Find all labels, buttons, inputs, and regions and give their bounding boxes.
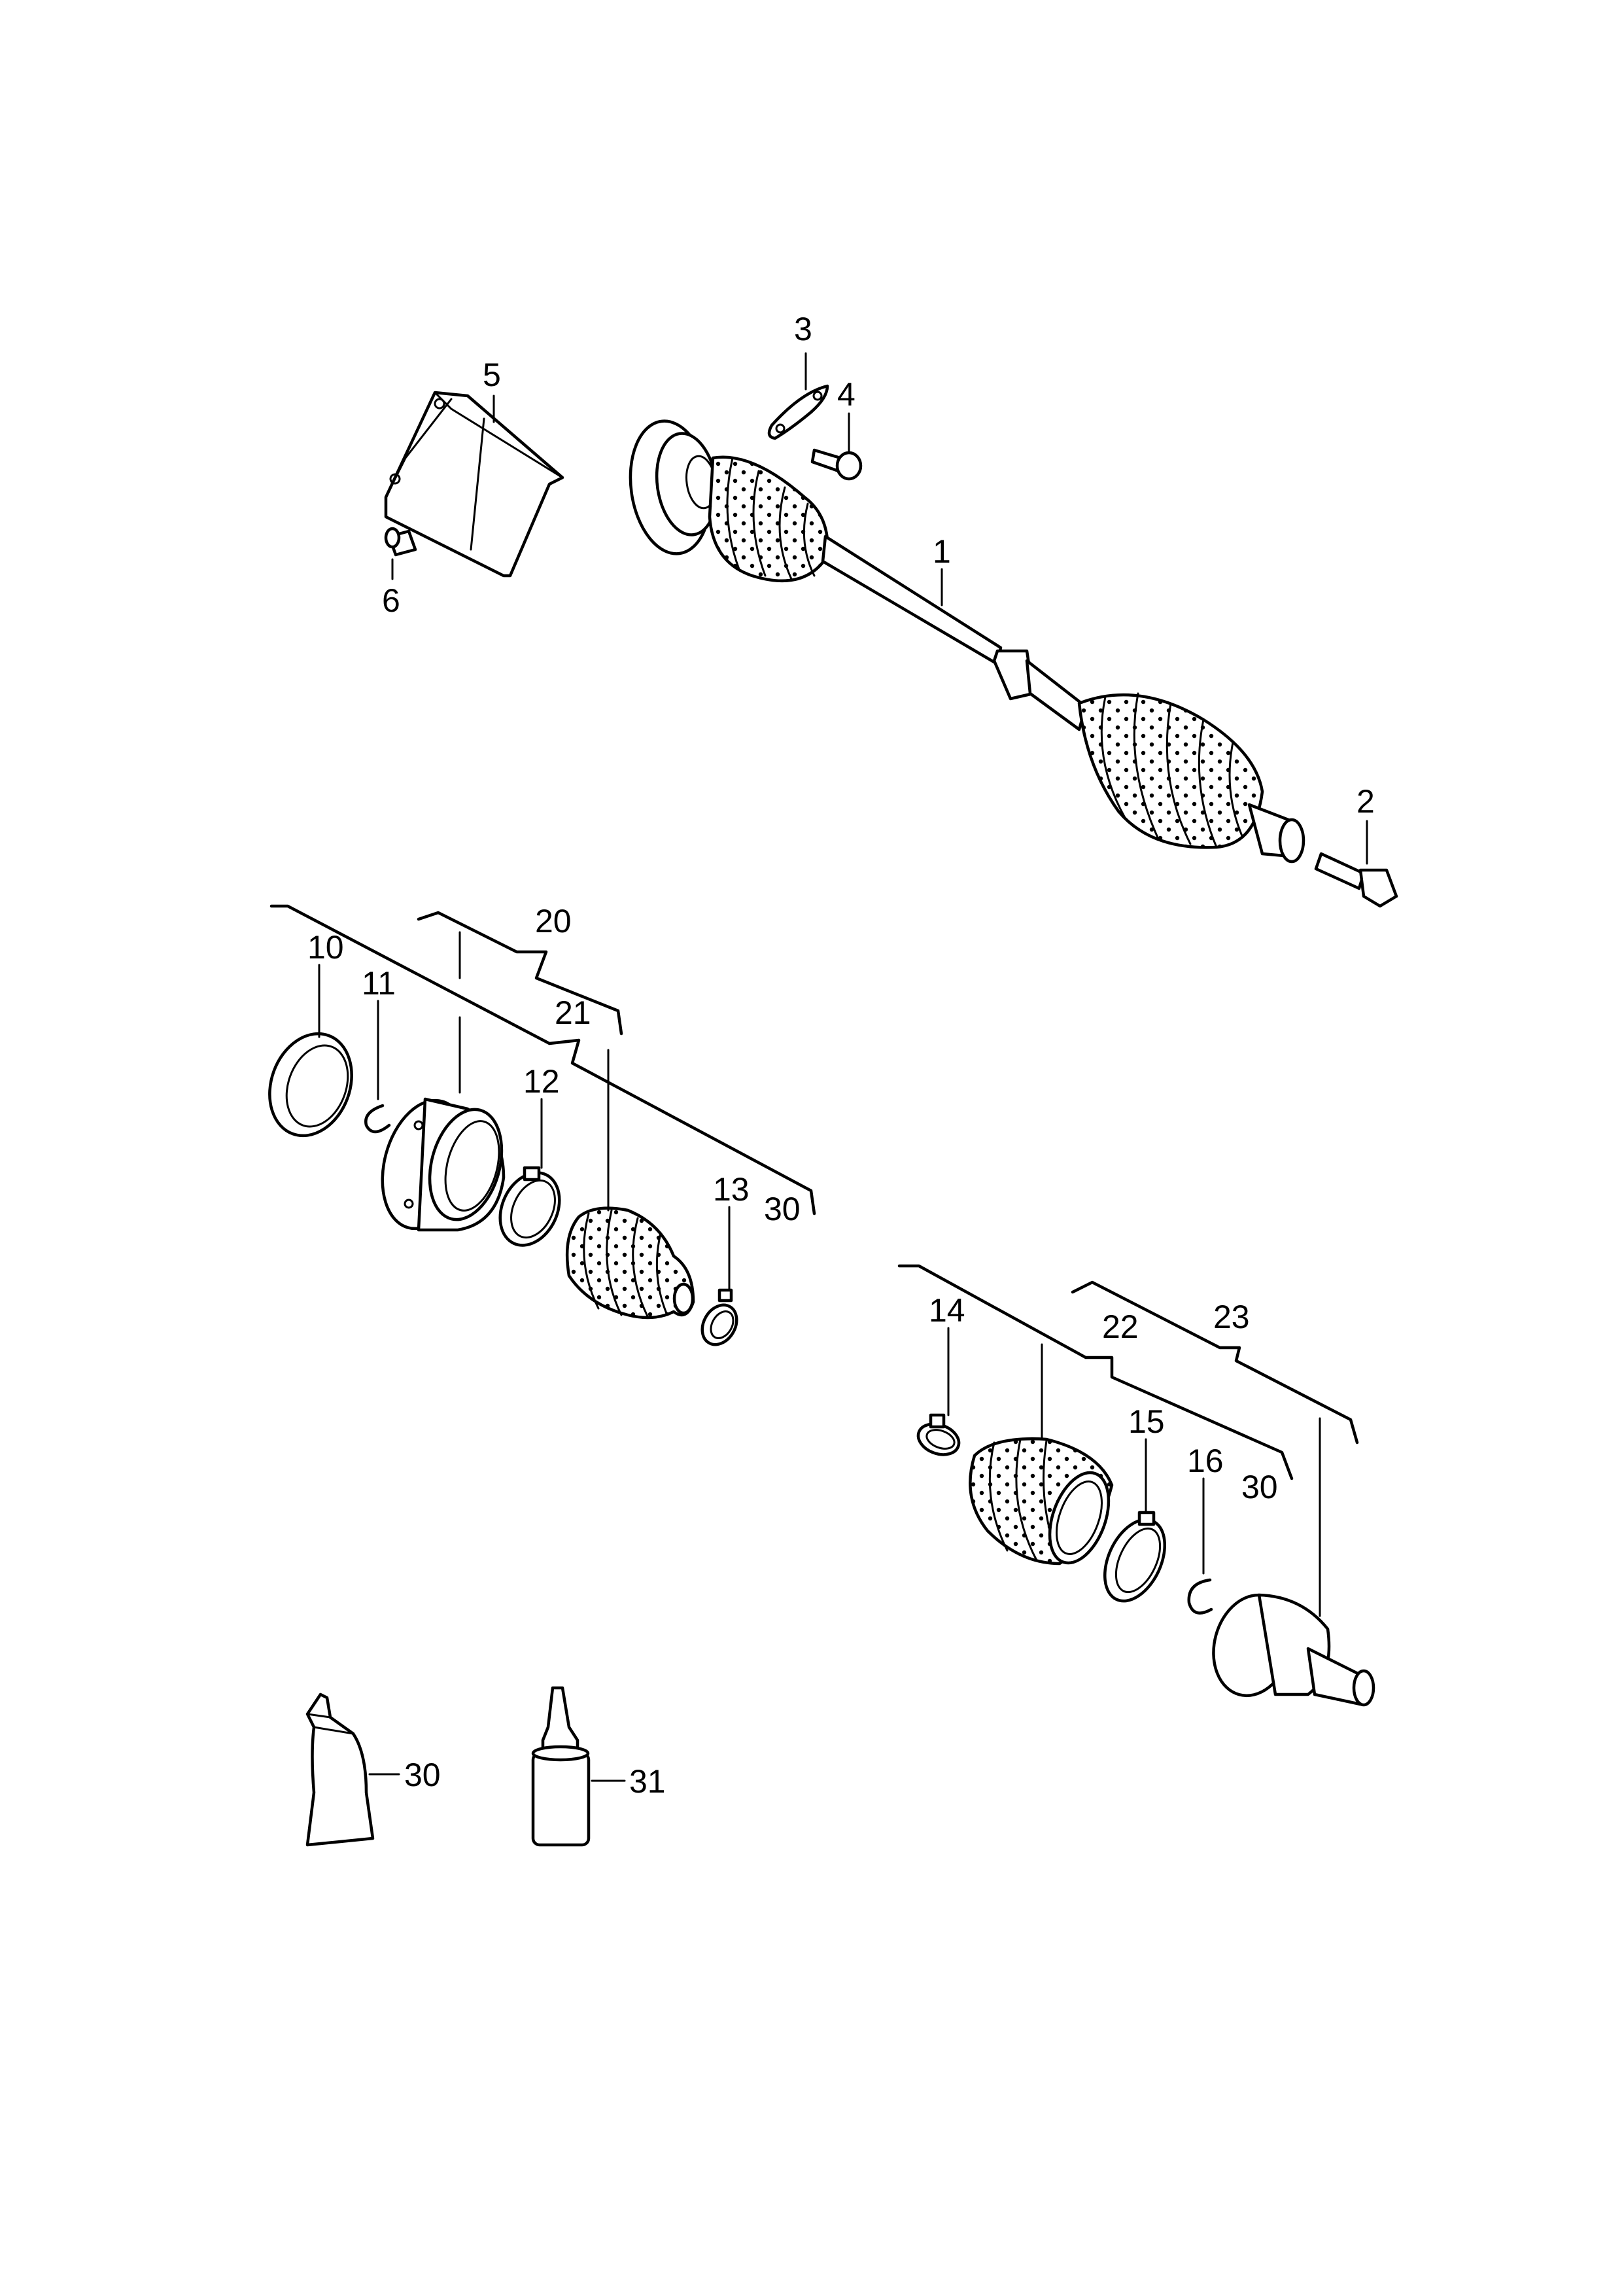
callout-16: 16 (1187, 1443, 1224, 1479)
callout-10: 10 (307, 929, 344, 966)
seal-ring-part-10 (268, 1032, 353, 1138)
callout-20: 20 (535, 903, 572, 939)
drive-shaft-part-1 (629, 419, 1305, 864)
callout-5: 5 (483, 357, 501, 393)
callout-22: 22 (1102, 1308, 1139, 1345)
bolt-part-4 (810, 448, 863, 481)
circlip-part-16 (1187, 1578, 1213, 1615)
callout-23: 23 (1213, 1299, 1250, 1335)
callout-2: 2 (1356, 783, 1375, 820)
bracket-30-right (897, 1264, 1294, 1480)
callout-11: 11 (362, 965, 396, 1002)
callout-30-right: 30 (1241, 1469, 1278, 1505)
callout-31: 31 (629, 1763, 666, 1800)
callout-14: 14 (929, 1292, 965, 1329)
clamp-part-15 (1103, 1511, 1166, 1603)
heat-shield-part-5 (384, 391, 564, 578)
bracket-23 (1071, 1280, 1359, 1445)
lock-plate-part-3 (767, 384, 829, 440)
callout-12: 12 (523, 1063, 560, 1100)
inner-joint-housing-part-20 (381, 1097, 506, 1232)
bracket-30-left (269, 904, 816, 1216)
callout-30-left: 30 (764, 1191, 801, 1227)
bolt-part-6 (384, 527, 417, 557)
callout-13: 13 (713, 1171, 750, 1208)
callout-4: 4 (837, 376, 855, 413)
callout-30-grease: 30 (404, 1757, 441, 1793)
outer-joint-part-23 (1212, 1593, 1375, 1707)
callout-6: 6 (382, 582, 400, 619)
clamp-part-12 (498, 1166, 561, 1247)
inner-boot-part-21 (565, 1206, 695, 1320)
clamp-part-14 (916, 1413, 961, 1456)
circlip-part-11 (364, 1104, 391, 1134)
bolt-part-2 (1314, 852, 1398, 908)
callout-1: 1 (933, 533, 951, 570)
callout-3: 3 (794, 311, 812, 347)
small-clamp-part-13 (700, 1288, 738, 1346)
callout-21: 21 (555, 994, 591, 1031)
grease-tube-part-30 (305, 1692, 375, 1847)
outer-boot-part-22 (969, 1437, 1114, 1566)
callout-15: 15 (1128, 1403, 1165, 1440)
sealant-bottle-part-31 (531, 1686, 591, 1847)
bracket-20 (417, 911, 623, 1036)
